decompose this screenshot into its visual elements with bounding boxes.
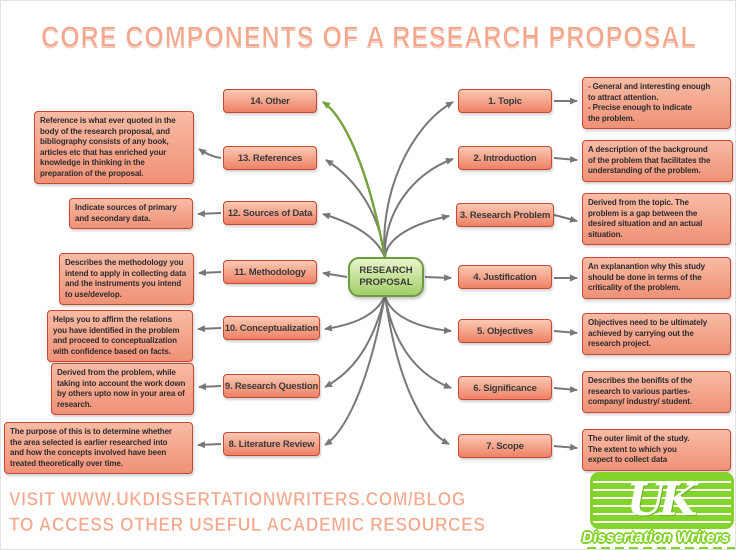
node-topic: 1. Topic	[458, 89, 552, 113]
logo-wordmark: Dissertation Writers	[582, 530, 730, 546]
desc-justification: An explanantion why this study should be…	[582, 257, 731, 299]
desc-literature-review: The purpose of this is to determine whet…	[4, 422, 193, 475]
node-sources-of-data: 12. Sources of Data	[223, 201, 317, 225]
logo-dashed-underline	[587, 547, 735, 549]
label-to-description-links	[197, 97, 578, 451]
desc-topic: - General and interesting enough to attr…	[582, 77, 731, 130]
node-justification: 4. Justification	[458, 265, 552, 289]
green-branch-other	[322, 101, 387, 259]
node-other: 14. Other	[223, 89, 317, 113]
center-node-research-proposal: RESEARCH PROPOSAL	[348, 257, 424, 297]
desc-conceptualization: Helps you to affirm the relations you ha…	[47, 310, 193, 363]
desc-research-problem: Derived from the topic. The problem is a…	[582, 193, 731, 246]
footer-line-2: TO ACCESS OTHER USEFUL ACADEMIC RESOURCE…	[9, 513, 486, 536]
node-methodology: 11. Methodology	[223, 260, 317, 284]
center-branches	[322, 101, 454, 446]
desc-scope: The outer limit of the study. The extent…	[582, 429, 731, 471]
desc-research-question: Derived from the problem, while taking i…	[51, 363, 194, 416]
footer-promo: VISIT WWW.UKDISSERTATIONWRITERS.COM/BLOG…	[9, 487, 486, 538]
logo-uk-monogram: UK	[626, 474, 698, 526]
node-scope: 7. Scope	[458, 434, 552, 458]
page-title: CORE COMPONENTS OF A RESEARCH PROPOSAL	[41, 21, 697, 55]
node-conceptualization: 10. Conceptualization	[223, 316, 320, 340]
desc-sources-of-data: Indicate sources of primary and secondar…	[69, 198, 193, 230]
node-research-question: 9. Research Question	[223, 374, 320, 398]
node-literature-review: 8. Literature Review	[223, 432, 320, 456]
brand-logo: UK	[590, 472, 734, 529]
node-objectives: 5. Objectives	[458, 319, 552, 343]
node-research-problem: 3. Research Problem	[456, 203, 554, 227]
node-references: 13. References	[223, 146, 317, 170]
node-introduction: 2. Introduction	[458, 146, 552, 170]
desc-objectives: Objectives need to be ultimately achieve…	[582, 313, 731, 355]
desc-references: Reference is what ever quoted in the bod…	[34, 111, 194, 185]
desc-methodology: Describes the methodology you intend to …	[59, 253, 194, 306]
desc-significance: Describes the benifits of the research t…	[582, 371, 731, 413]
footer-line-1: VISIT WWW.UKDISSERTATIONWRITERS.COM/BLOG	[9, 488, 466, 511]
node-significance: 6. Significance	[458, 376, 552, 400]
desc-introduction: A description of the background of the p…	[582, 140, 733, 182]
